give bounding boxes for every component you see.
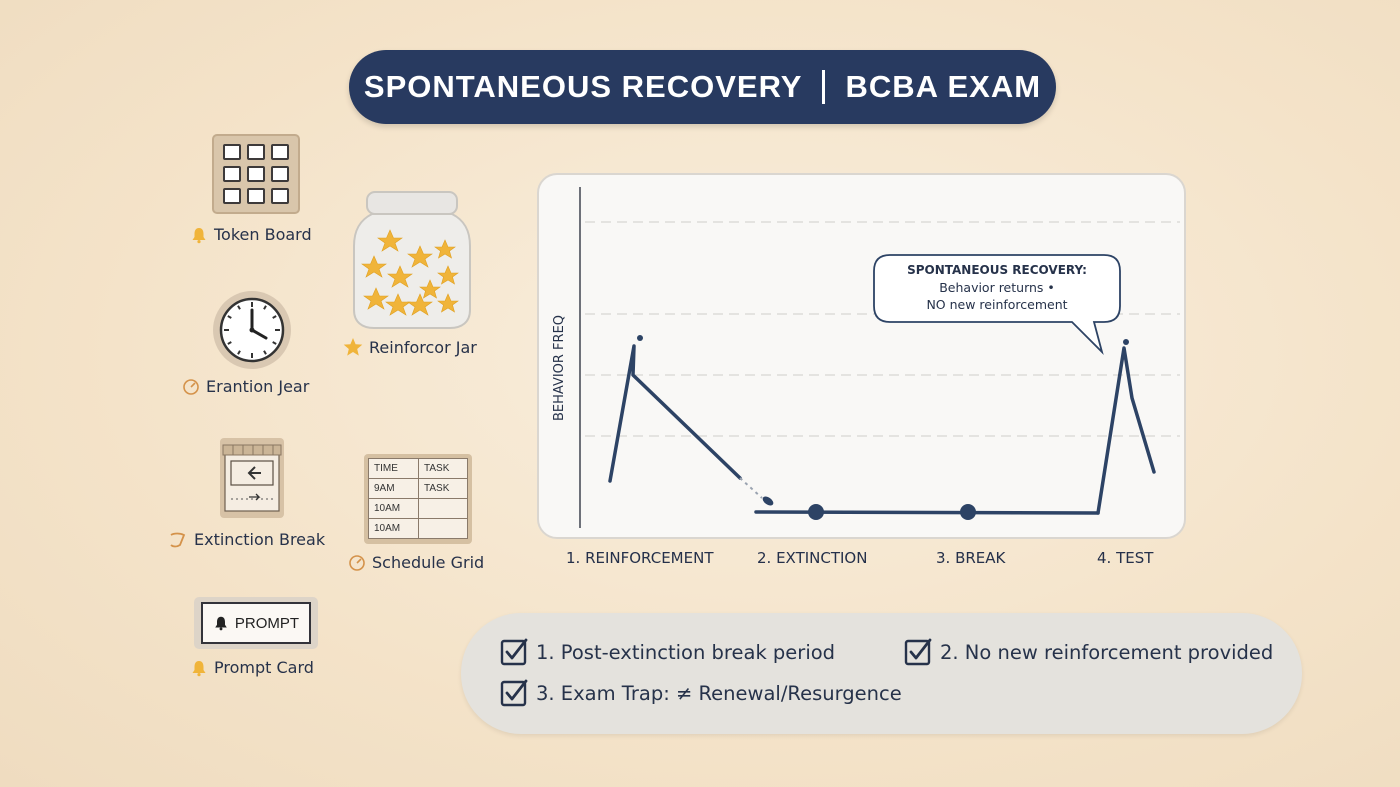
break-point xyxy=(960,504,976,520)
phase-label-test: 4. TEST xyxy=(1097,549,1154,567)
reinforcement-line xyxy=(608,344,742,483)
recovery-line xyxy=(1096,346,1156,515)
checkbox-checked-icon xyxy=(904,638,932,666)
callout-bubble xyxy=(873,254,1121,356)
prompt-card-label-text: Prompt Card xyxy=(214,658,314,677)
extinction-break-label-text: Extinction Break xyxy=(194,530,326,549)
token-cell xyxy=(247,144,265,160)
checklist-item-text: 2. No new reinforcement provided xyxy=(940,640,1274,664)
callout-title: SPONTANEOUS RECOVERY: xyxy=(907,263,1087,277)
token-board-label-text: Token Board xyxy=(214,225,312,244)
token-cell xyxy=(247,166,265,182)
bell-icon xyxy=(192,227,206,243)
token-cell xyxy=(247,188,265,204)
token-cell xyxy=(271,166,289,182)
schedule-grid-label: Schedule Grid xyxy=(348,553,484,572)
callout: SPONTANEOUS RECOVERY: Behavior returns •… xyxy=(874,262,1120,313)
star-icon xyxy=(343,338,363,356)
clock-label: Erantion Jear xyxy=(182,377,309,396)
schedule-table: TIME TASK 9AM TASK 10AM 10AM xyxy=(368,458,469,539)
transition-marker xyxy=(762,496,774,506)
schedule-row: 9AM TASK xyxy=(368,478,469,499)
title-divider xyxy=(822,70,826,104)
checkbox-checked-icon xyxy=(500,679,528,707)
clock-icon xyxy=(213,291,291,369)
token-board-label: Token Board xyxy=(190,225,312,244)
schedule-grid-icon: TIME TASK 9AM TASK 10AM 10AM xyxy=(364,454,472,544)
title-right: BCBA EXAM xyxy=(845,69,1042,104)
extinction-break-label: Extinction Break xyxy=(168,530,325,549)
token-cell xyxy=(223,188,241,204)
extinction-break-icon xyxy=(220,438,284,518)
tag-icon xyxy=(170,532,186,547)
token-cell xyxy=(271,188,289,204)
extinction-baseline xyxy=(754,510,1100,515)
schedule-cell: 10AM xyxy=(368,518,419,539)
token-cell xyxy=(223,144,241,160)
phase-label-reinforcement: 1. REINFORCEMENT xyxy=(566,549,714,567)
schedule-grid-label-text: Schedule Grid xyxy=(372,553,485,572)
checklist-item: 1. Post-extinction break period xyxy=(500,638,835,666)
checklist-item: 2. No new reinforcement provided xyxy=(904,638,1273,666)
reinforcement-peak-point xyxy=(637,335,643,341)
title-banner: SPONTANEOUS RECOVERY BCBA EXAM xyxy=(349,50,1056,124)
extinction-point xyxy=(808,504,824,520)
bell-icon xyxy=(192,660,206,676)
clock-arrow-icon xyxy=(349,554,365,571)
recovery-peak-point xyxy=(1123,339,1129,345)
prompt-card-text: PROMPT xyxy=(234,614,300,632)
schedule-cell xyxy=(417,518,469,539)
transition-dash xyxy=(739,477,763,499)
title-left: SPONTANEOUS RECOVERY xyxy=(363,69,803,104)
checklist-panel xyxy=(461,613,1302,734)
prompt-card-label: Prompt Card xyxy=(190,658,314,677)
clock-arrow-icon xyxy=(183,378,199,395)
token-cell xyxy=(271,144,289,160)
clock-label-text: Erantion Jear xyxy=(206,377,310,396)
checklist-item-text: 1. Post-extinction break period xyxy=(536,640,836,664)
schedule-row: TIME TASK xyxy=(368,458,469,479)
checkbox-checked-icon xyxy=(500,638,528,666)
prompt-card-inner: PROMPT xyxy=(201,602,311,644)
token-board-icon xyxy=(212,134,300,214)
token-cell xyxy=(223,166,241,182)
prompt-card-icon: PROMPT xyxy=(194,597,318,649)
callout-line: Behavior returns • xyxy=(939,280,1055,295)
callout-line: NO new reinforcement xyxy=(926,297,1068,312)
phase-label-break: 3. BREAK xyxy=(936,549,1006,567)
chart-panel xyxy=(537,173,1186,539)
checklist-item-text: 3. Exam Trap: ≠ Renewal/Resurgence xyxy=(536,681,902,705)
y-axis-label: BEHAVIOR FREQ xyxy=(552,315,567,421)
bell-icon xyxy=(215,616,227,631)
reinforcer-jar-icon xyxy=(353,191,471,329)
reinforcer-jar-label-text: Reinforcor Jar xyxy=(369,337,477,357)
phase-label-extinction: 2. EXTINCTION xyxy=(757,549,868,567)
schedule-row: 10AM xyxy=(368,518,469,539)
checklist-item: 3. Exam Trap: ≠ Renewal/Resurgence xyxy=(500,679,902,707)
reinforcer-jar-label: Reinforcor Jar xyxy=(343,337,477,357)
